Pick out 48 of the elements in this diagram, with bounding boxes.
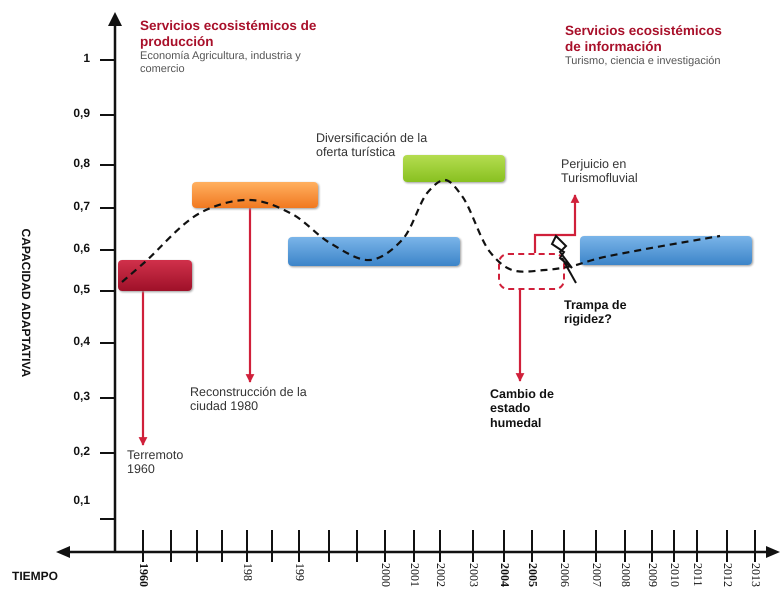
arrow — [534, 194, 580, 253]
year-label: 2001 — [407, 563, 421, 587]
section-heading: Servicios ecosistémicos de producción — [140, 18, 318, 50]
bar — [192, 182, 318, 208]
year-label: 2009 — [645, 563, 659, 587]
tick-label: 0,1 — [72, 494, 90, 508]
year-label: 2002 — [433, 563, 447, 587]
bar — [403, 155, 505, 182]
tick-label: 0,9 — [72, 107, 90, 121]
tick-label: 0,8 — [72, 157, 90, 171]
bar — [288, 237, 460, 266]
year-label: 2010 — [667, 563, 681, 587]
year-label: 2008 — [618, 563, 632, 587]
event-label: Cambio de estado humedal — [490, 387, 555, 430]
tick-label: 0,6 — [72, 242, 90, 256]
section-heading: Servicios ecosistémicos de información — [565, 23, 723, 54]
section-subtitle: Turismo, ciencia e investigación — [565, 55, 722, 68]
event-label: Terremoto 1960 — [127, 448, 184, 477]
year-label: 1960 — [136, 563, 150, 587]
arrow — [516, 290, 524, 382]
year-label: 2003 — [466, 563, 480, 587]
year-label: 2011 — [690, 563, 704, 587]
event-label: Reconstrucción de la ciudad 1980 — [190, 385, 308, 414]
year-label: 198 — [240, 563, 254, 581]
box-caption: Diversificación de la oferta turística — [316, 131, 428, 160]
tick-label: 1 — [82, 52, 90, 66]
tick-label: 0,5 — [72, 283, 90, 297]
bar — [118, 260, 192, 291]
arrow — [246, 208, 254, 383]
arrow — [138, 291, 148, 446]
tick-label: 0,2 — [72, 445, 90, 459]
year-label: 199 — [292, 563, 306, 581]
year-label: 2013 — [748, 563, 762, 587]
year-label: 2004 — [497, 563, 511, 587]
section-subtitle: Economía Agricultura, industria y comercio — [140, 50, 302, 76]
year-label: 2005 — [525, 563, 539, 587]
tick-label: 0,3 — [72, 390, 90, 404]
annotation: Trampa de rigidez? — [564, 298, 628, 327]
year-label: 2012 — [720, 563, 734, 587]
year-label: 2006 — [557, 563, 571, 587]
tick-label: 0,7 — [72, 200, 90, 214]
event-label: Perjuicio en Turismofluvial — [561, 157, 639, 186]
axis-title: TIEMPO — [12, 570, 60, 584]
year-label: 2007 — [589, 563, 603, 587]
axis-title: CAPACIDAD ADAPTATIVA — [18, 228, 32, 380]
tick-label: 0,4 — [72, 335, 90, 349]
year-label: 2000 — [378, 563, 392, 587]
bar — [580, 236, 752, 265]
